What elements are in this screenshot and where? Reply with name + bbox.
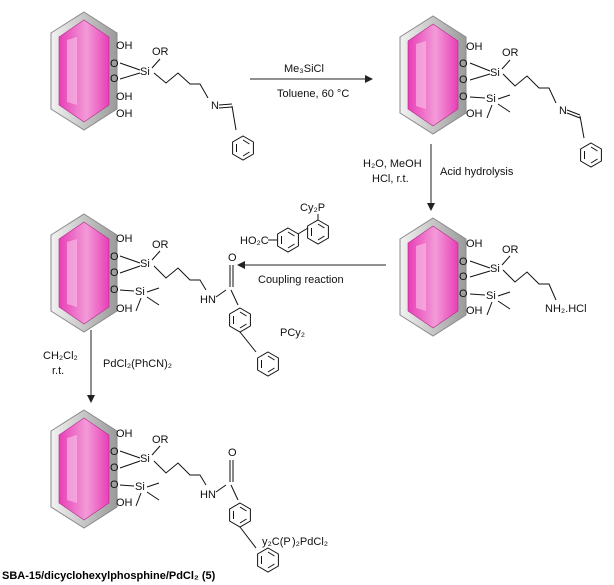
oh-label: OH [466,41,483,53]
o-label: O [110,58,119,70]
si-label: Si [486,290,496,302]
or-label: OR [152,239,169,251]
o-label: O [110,479,119,491]
benzene-ring [232,135,254,161]
step-4-reagent: PdCl₂(PhCN)₂ [103,358,172,370]
amide-nh-label: HN [200,489,216,501]
si-label: Si [135,286,145,298]
or-label: OR [502,47,519,59]
step-2-reagent-2: HCl, r.t. [372,173,409,185]
oh-label: OH [116,497,133,509]
step-4-solvent: CH₂Cl₂ [43,350,78,362]
step-2-conditions: Acid hydrolysis [440,166,514,178]
oh-label: OH [116,108,133,120]
o-label: O [459,58,468,70]
o-label: O [110,462,119,474]
si-label: Si [140,453,150,465]
benzene-ring [229,307,251,333]
n-label: N [559,105,567,117]
oh-label: OH [466,238,483,250]
or-label: OR [502,244,519,256]
o-label: O [228,252,237,264]
compound-3-amine-hydrochloride: OH O O O OH OR Si Si NH₂.HCl [399,217,587,337]
compound-caption: SBA-15/dicyclohexylphosphine/PdCl₂ (5) [2,570,216,582]
benzene-ring [257,547,279,573]
carboxylic-acid-label: HO₂C [240,235,269,247]
step-2-arrow-group: H₂O, MeOH HCl, r.t. Acid hydrolysis [363,144,514,211]
benzene-ring [257,351,279,377]
or-label: OR [152,46,169,58]
o-label: O [228,447,237,459]
o-label: O [110,251,119,263]
o-label: O [110,446,119,458]
compound-2-silylated-imine: OH O O O OH OR Si Si N [399,15,602,168]
step-3-conditions: Coupling reaction [258,274,344,286]
step-3-arrow-group: Coupling reaction HO₂C Cy₂P [237,202,386,286]
silica-particle [50,213,118,333]
compound-5-pd-complex: OH O O O OH OR Si Si HN O y₂C(P )₂PdCl₂ [50,409,328,573]
benzene-ring [277,227,299,253]
si-label: Si [140,66,150,78]
pcy2-label: PCy₂ [280,327,305,339]
step-4-arrow-group: CH₂Cl₂ r.t. PdCl₂(PhCN)₂ [43,330,172,403]
o-label: O [459,256,468,268]
step-4-temperature: r.t. [52,365,64,377]
step-1-reagent: Me₃SiCl [284,63,324,75]
oh-label: OH [116,233,133,245]
or-label: OR [152,434,169,446]
o-label: O [459,271,468,283]
step-2-reagent-1: H₂O, MeOH [363,158,422,170]
oh-label: OH [466,305,483,317]
silica-particle [50,11,118,131]
amine-hcl-label: NH₂.HCl [545,303,587,315]
si-label: Si [140,258,150,270]
step-1-conditions: Toluene, 60 °C [277,88,349,100]
oh-label: OH [466,108,483,120]
phosphine-label: Cy₂P [300,202,325,214]
o-label: O [459,91,468,103]
oh-label: OH [116,40,133,52]
step-1-arrow-group: Me₃SiCl Toluene, 60 °C [250,63,373,100]
o-label: O [110,73,119,85]
phosphine-pd-label: y₂C(P [262,536,291,548]
si-label: Si [135,481,145,493]
pdcl2-label: )₂PdCl₂ [292,536,328,548]
n-label: N [211,100,219,112]
compound-4-amide-phosphine: OH O O O OH OR Si Si HN O PCy₂ [50,213,305,377]
o-label: O [110,267,119,279]
o-label: O [110,284,119,296]
silica-particle [399,15,467,135]
si-label: Si [490,67,500,79]
oh-label: OH [116,428,133,440]
o-label: O [459,74,468,86]
si-label: Si [490,263,500,275]
benzene-ring [229,502,251,528]
si-label: Si [486,93,496,105]
oh-label: OH [116,303,133,315]
oh-label: OH [116,91,133,103]
compound-1-imine: OH O O OH OH OR Si N [50,11,254,161]
o-label: O [459,288,468,300]
benzene-ring [580,142,602,168]
benzene-ring [307,219,329,245]
silica-particle [50,409,118,529]
amide-nh-label: HN [200,294,216,306]
silica-particle [399,217,467,337]
